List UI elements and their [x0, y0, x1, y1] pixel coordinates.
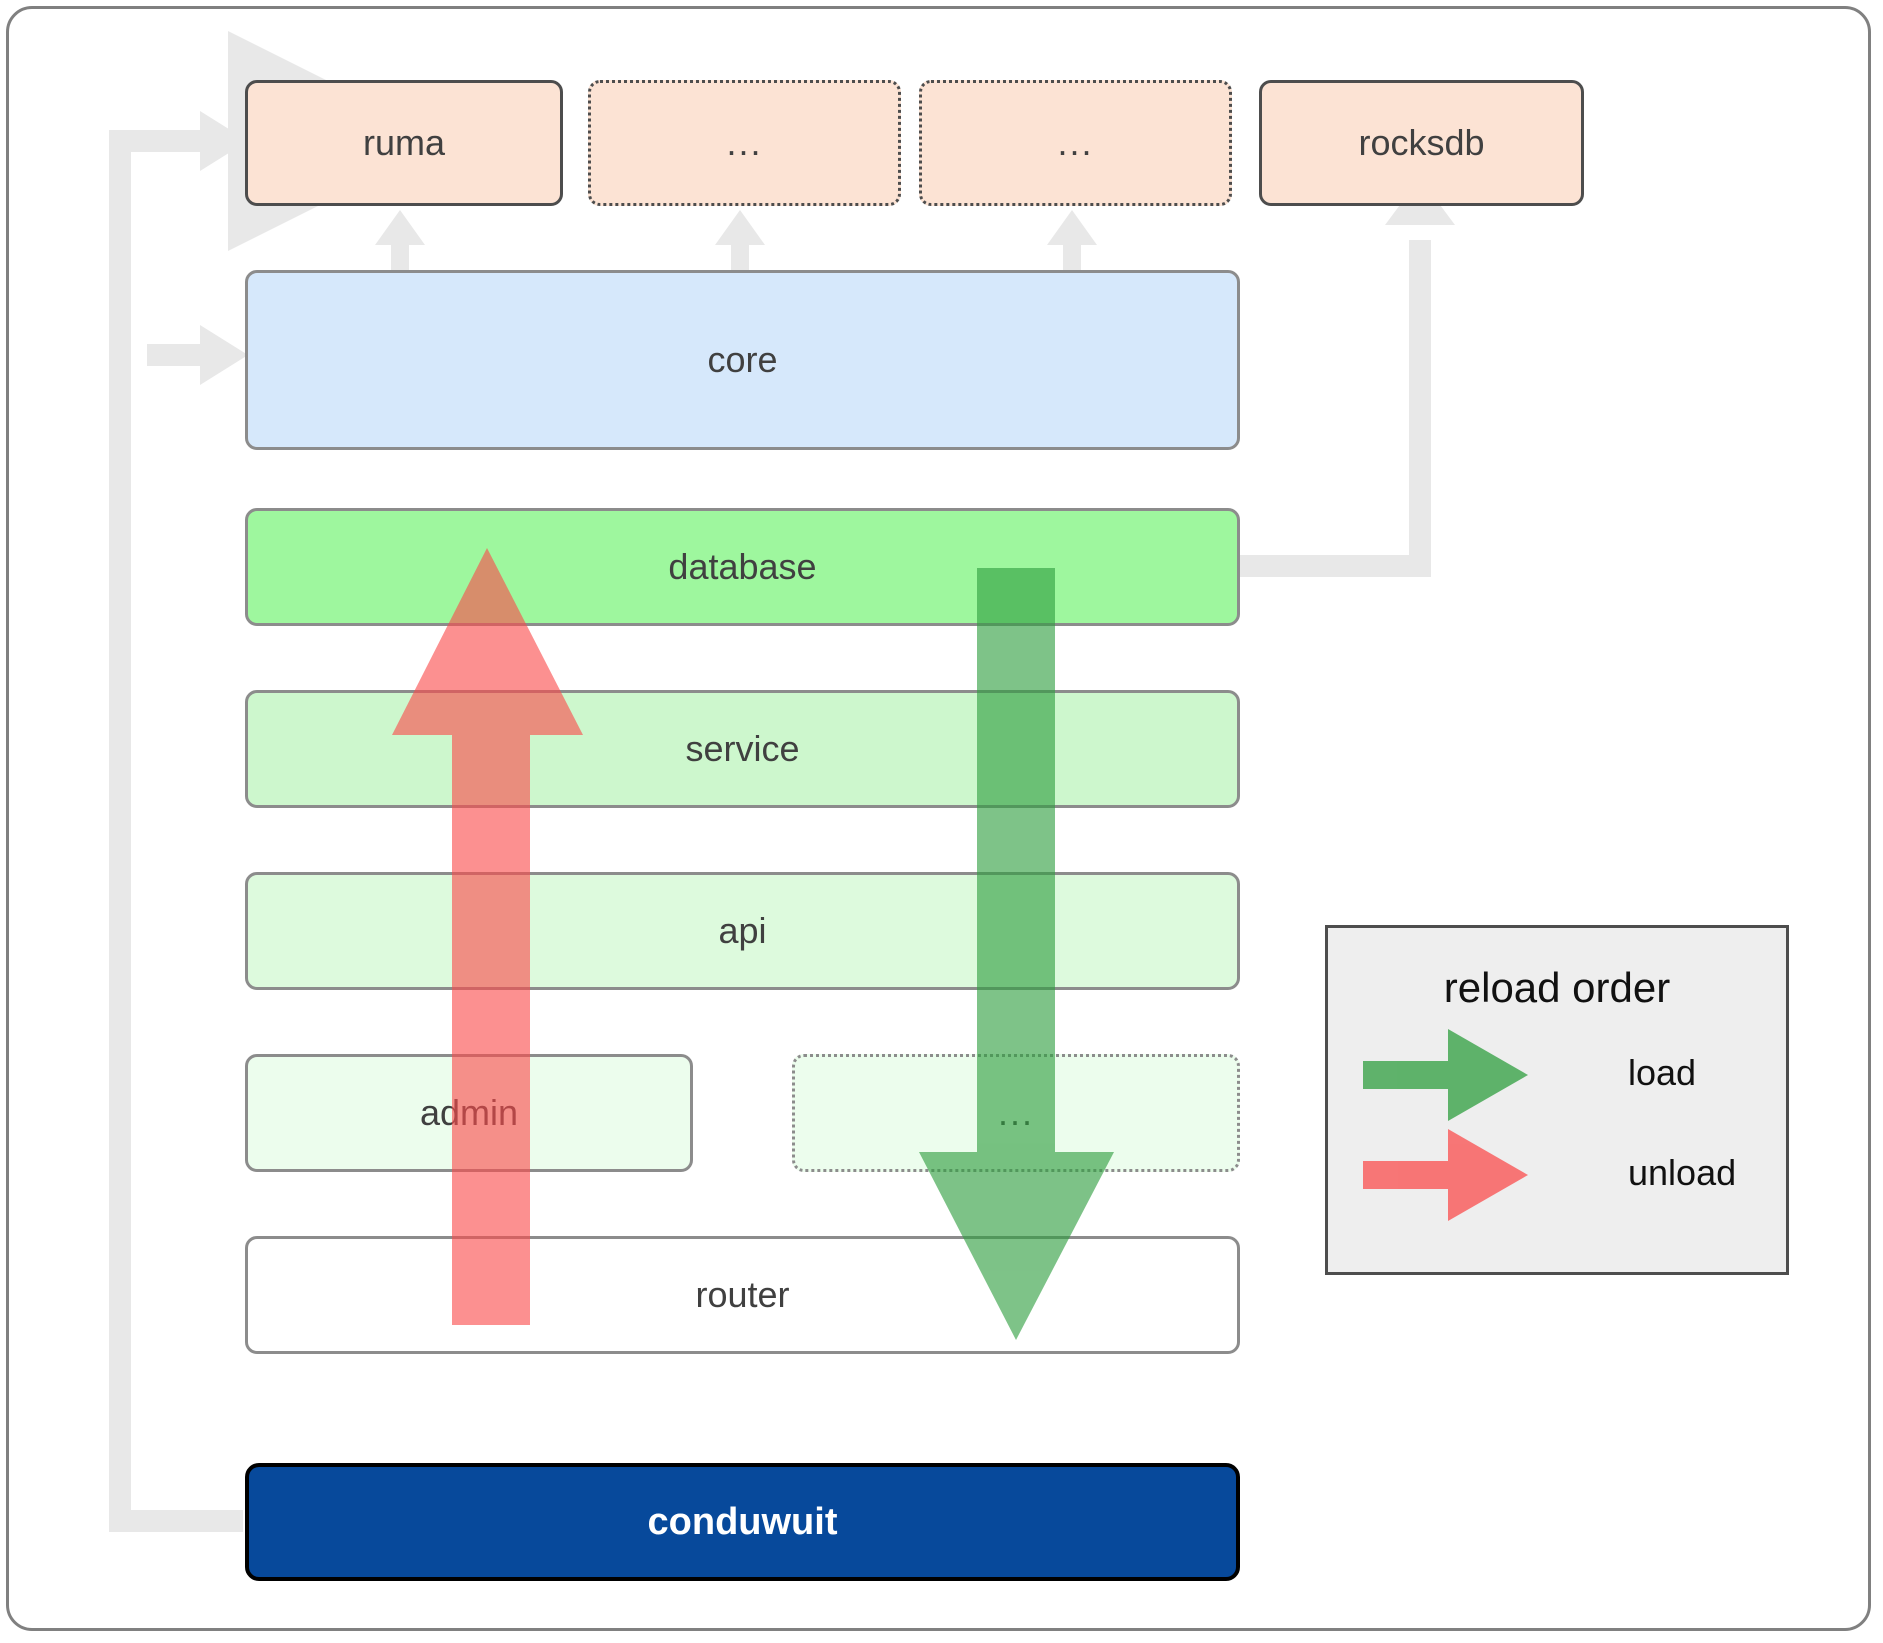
- node-database-label: database: [668, 546, 817, 587]
- node-stack-placeholder[interactable]: ...: [792, 1054, 1240, 1172]
- node-ruma-label: ruma: [362, 122, 446, 163]
- node-core-label: core: [707, 339, 778, 380]
- node-router[interactable]: router: [245, 1236, 1240, 1354]
- node-database[interactable]: database: [245, 508, 1240, 626]
- connector-database-to-rocksdb: [1238, 178, 1455, 577]
- legend-label-unload: unload: [1628, 1152, 1737, 1193]
- connector-core-to-ruma: [375, 210, 425, 272]
- legend-load-arrow: [1363, 1029, 1528, 1121]
- node-top-placeholder-1-label: ...: [726, 122, 763, 163]
- node-admin[interactable]: admin: [245, 1054, 693, 1172]
- node-core[interactable]: core: [245, 270, 1240, 450]
- node-service-label: service: [685, 728, 800, 769]
- connector-conduwuit-to-core: [147, 325, 248, 385]
- node-admin-label: admin: [419, 1092, 519, 1133]
- node-rocksdb-label: rocksdb: [1358, 122, 1485, 163]
- node-top-placeholder-2[interactable]: ...: [919, 80, 1232, 206]
- legend-panel: reload order load unload: [1325, 925, 1789, 1275]
- legend-label-load: load: [1628, 1052, 1697, 1093]
- node-api-label: api: [718, 910, 767, 951]
- connector-conduwuit-to-ruma: [109, 31, 448, 1532]
- node-rocksdb[interactable]: rocksdb: [1259, 80, 1584, 206]
- connector-core-to-dots-2: [1047, 210, 1097, 272]
- node-ruma[interactable]: ruma: [245, 80, 563, 206]
- node-top-placeholder-2-label: ...: [1057, 122, 1094, 163]
- legend-arrows: [1363, 1029, 1528, 1221]
- node-conduwuit-label: conduwuit: [647, 1500, 838, 1543]
- legend-title: reload order: [1443, 964, 1671, 1011]
- node-service[interactable]: service: [245, 690, 1240, 808]
- legend-unload-arrow: [1363, 1129, 1528, 1221]
- node-stack-placeholder-label: ...: [997, 1092, 1034, 1133]
- connector-core-to-dots-1: [715, 210, 765, 272]
- node-top-placeholder-1[interactable]: ...: [588, 80, 901, 206]
- node-conduwuit[interactable]: conduwuit: [245, 1463, 1240, 1581]
- node-router-label: router: [695, 1274, 790, 1315]
- node-api[interactable]: api: [245, 872, 1240, 990]
